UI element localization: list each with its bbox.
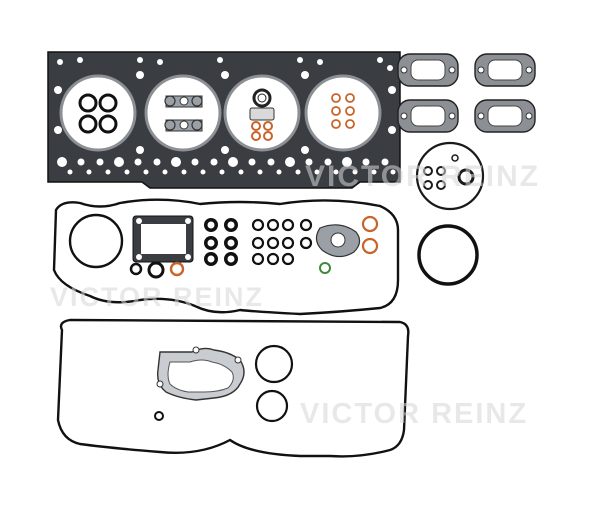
cylinder-bore-2 bbox=[144, 74, 222, 152]
cylinder-bore-1 bbox=[59, 74, 137, 152]
turbo-flange-gasket bbox=[132, 215, 194, 263]
cylinder-bore-3 bbox=[223, 74, 301, 152]
o-ring-upper bbox=[254, 344, 294, 384]
exhaust-gasket-1 bbox=[397, 53, 459, 87]
large-o-ring bbox=[417, 224, 479, 286]
exhaust-manifold-gaskets bbox=[397, 53, 536, 133]
valve-cover-gasket bbox=[52, 198, 400, 316]
exhaust-gasket-2 bbox=[474, 53, 536, 87]
o-ring-lower bbox=[255, 389, 289, 423]
exhaust-gasket-3 bbox=[397, 99, 459, 133]
copper-ring-large bbox=[361, 215, 379, 233]
egr-gasket bbox=[315, 224, 361, 258]
exhaust-gasket-4 bbox=[474, 99, 536, 133]
oil-pan-gasket bbox=[56, 318, 410, 458]
cylinder-head-gasket bbox=[47, 51, 401, 189]
head-gasket-plate bbox=[47, 51, 401, 189]
small-seals-row bbox=[129, 261, 185, 279]
green-o-ring bbox=[319, 262, 331, 274]
thermostat-housing-gasket bbox=[156, 346, 245, 401]
seal-ring-kit bbox=[415, 141, 485, 211]
injector-seal-grid bbox=[204, 218, 313, 266]
copper-ring-medium bbox=[361, 237, 379, 255]
cylinder-bore-4 bbox=[304, 74, 382, 152]
small-o-ring bbox=[154, 411, 164, 421]
gasket-ring-left bbox=[68, 213, 124, 269]
